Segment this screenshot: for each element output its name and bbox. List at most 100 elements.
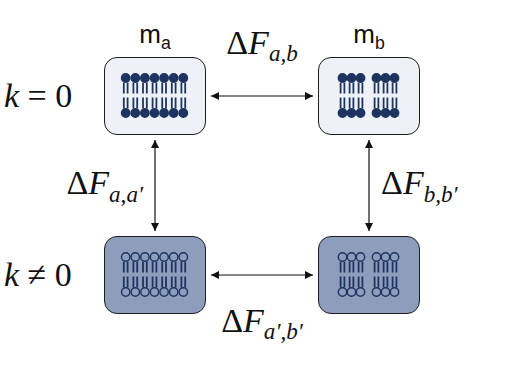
lipid-head xyxy=(381,74,389,82)
lipid-tail xyxy=(146,262,148,273)
lipid-head xyxy=(170,253,178,261)
lipid-tail xyxy=(155,98,157,109)
lipid-tail xyxy=(127,277,129,288)
lipid-head xyxy=(356,288,364,296)
free-energy-label: ΔFa,a′ xyxy=(66,163,143,208)
lipid-tail xyxy=(377,262,379,273)
lipid-tail xyxy=(395,277,397,288)
lipid-tail xyxy=(383,83,385,94)
lipid-tail xyxy=(171,277,173,288)
lipid-head xyxy=(390,253,398,261)
lipid-head xyxy=(179,74,187,82)
lipid-tail xyxy=(377,277,379,288)
lipid-head xyxy=(179,288,187,296)
lipid-head xyxy=(131,253,139,261)
lipid-tail xyxy=(142,98,144,109)
lipid-tail xyxy=(343,83,345,94)
lipid-tail xyxy=(374,98,376,109)
lipid-tail xyxy=(132,277,134,288)
lipid-tail xyxy=(136,98,138,109)
lipid-tail xyxy=(343,98,345,109)
lipid-tail xyxy=(358,262,360,273)
lipid-tail xyxy=(386,98,388,109)
lipid-head xyxy=(170,288,178,296)
lipid-tail xyxy=(395,262,397,273)
lipid-tail xyxy=(165,83,167,94)
lipid-tail xyxy=(386,262,388,273)
lipid-tail xyxy=(349,277,351,288)
lipid-tail xyxy=(132,83,134,94)
lipid-head xyxy=(390,288,398,296)
lipid-head xyxy=(381,288,389,296)
free-energy-label: ΔFa′,b′ xyxy=(221,301,303,346)
lipid-tail xyxy=(358,98,360,109)
lipid-tail xyxy=(136,262,138,273)
lipid-tail xyxy=(395,98,397,109)
lipid-tail xyxy=(155,262,157,273)
lipid-tail xyxy=(377,98,379,109)
lipid-head xyxy=(131,109,139,117)
lipid-head xyxy=(338,109,346,117)
lipid-bilayer-icon xyxy=(105,58,204,133)
lipid-tail xyxy=(171,262,173,273)
lipid-tail xyxy=(136,83,138,94)
lipid-bilayer-icon xyxy=(105,237,204,312)
lipid-bilayer-icon xyxy=(319,58,418,133)
lipid-tail xyxy=(132,98,134,109)
lipid-tail xyxy=(146,83,148,94)
lipid-tail xyxy=(142,277,144,288)
lipid-head xyxy=(338,253,346,261)
lipid-head xyxy=(381,109,389,117)
membrane-state-box xyxy=(104,236,206,314)
lipid-bilayer-icon xyxy=(319,237,418,312)
lipid-tail xyxy=(171,83,173,94)
transition-arrow xyxy=(368,140,369,231)
lipid-tail xyxy=(155,83,157,94)
lipid-head xyxy=(356,253,364,261)
lipid-head xyxy=(356,74,364,82)
lipid-tail xyxy=(383,262,385,273)
lipid-tail xyxy=(180,83,182,94)
lipid-tail xyxy=(152,277,154,288)
lipid-tail xyxy=(352,83,354,94)
lipid-tail xyxy=(377,83,379,94)
lipid-tail xyxy=(392,83,394,94)
lipid-tail xyxy=(152,98,154,109)
lipid-tail xyxy=(123,98,125,109)
lipid-head xyxy=(160,109,168,117)
lipid-tail xyxy=(165,277,167,288)
lipid-tail xyxy=(161,98,163,109)
lipid-head xyxy=(150,109,158,117)
lipid-head xyxy=(372,288,380,296)
free-energy-label: ΔFa,b xyxy=(226,23,298,68)
lipid-tail xyxy=(127,262,129,273)
lipid-head xyxy=(372,253,380,261)
row-label: k = 0 xyxy=(4,76,72,117)
transition-arrow xyxy=(154,140,155,231)
lipid-tail xyxy=(146,98,148,109)
lipid-tail xyxy=(352,98,354,109)
lipid-tail xyxy=(180,98,182,109)
lipid-tail xyxy=(343,277,345,288)
lipid-head xyxy=(160,253,168,261)
membrane-state-box: ma xyxy=(104,57,206,135)
lipid-tail xyxy=(386,277,388,288)
lipid-head xyxy=(179,109,187,117)
lipid-head xyxy=(141,74,149,82)
lipid-tail xyxy=(352,262,354,273)
membrane-state-box: mb xyxy=(318,57,420,135)
lipid-head xyxy=(356,109,364,117)
lipid-tail xyxy=(358,277,360,288)
lipid-tail xyxy=(184,262,186,273)
lipid-tail xyxy=(395,83,397,94)
lipid-tail xyxy=(361,277,363,288)
lipid-head xyxy=(170,74,178,82)
lipid-tail xyxy=(392,277,394,288)
lipid-head xyxy=(131,288,139,296)
lipid-head xyxy=(150,74,158,82)
lipid-head xyxy=(372,74,380,82)
transition-arrow xyxy=(211,274,313,275)
lipid-tail xyxy=(184,277,186,288)
lipid-tail xyxy=(392,262,394,273)
lipid-tail xyxy=(340,262,342,273)
